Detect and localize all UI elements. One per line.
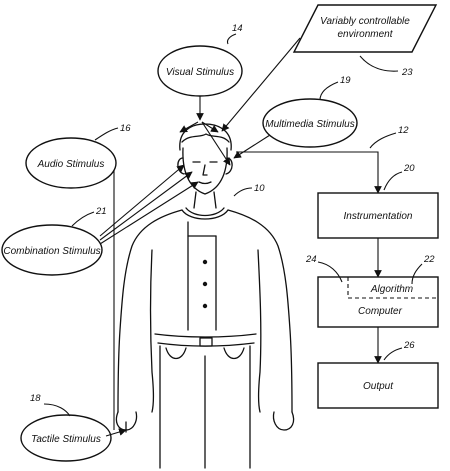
combination-stimulus-label: Combination Stimulus — [3, 246, 100, 257]
algorithm-dashed-region — [347, 277, 438, 299]
ref-combination-leader — [71, 211, 95, 227]
ref-subject: 10 — [254, 183, 265, 194]
ref-instrumentation-leader — [383, 171, 403, 191]
audio-stimulus-node: Audio Stimulus — [25, 137, 117, 189]
multimedia-stimulus-label: Multimedia Stimulus — [265, 119, 354, 130]
computer-label: Computer — [358, 306, 403, 317]
ref-output-leader — [383, 347, 403, 361]
ref-link-leader — [369, 132, 397, 149]
tactile-stimulus-label: Tactile Stimulus — [31, 434, 101, 445]
environment-label-line2: environment — [337, 29, 393, 40]
visual-stimulus-node: Visual Stimulus — [157, 45, 243, 97]
ref-tactile-leader — [43, 403, 71, 417]
ref-visual-leader — [226, 33, 237, 45]
visual-stimulus-label: Visual Stimulus — [166, 67, 234, 78]
instrumentation-block: Instrumentation — [317, 192, 439, 239]
combination-stimulus-node: Combination Stimulus — [1, 224, 103, 276]
ref-instrumentation: 20 — [403, 163, 415, 174]
multimedia-stimulus-node: Multimedia Stimulus — [262, 98, 358, 148]
ref-algorithm: 22 — [423, 254, 435, 265]
environment-label-line1: Variably controllable — [320, 16, 410, 27]
ref-audio: 16 — [120, 123, 131, 134]
ref-environment-leader — [359, 55, 399, 72]
ref-visual: 14 — [232, 23, 243, 34]
audio-stimulus-label: Audio Stimulus — [37, 159, 105, 170]
computer-block: Algorithm Computer — [317, 276, 439, 328]
ref-algorithm-leader — [411, 263, 423, 285]
ref-tactile: 18 — [30, 393, 41, 404]
ref-subject-leader — [233, 187, 253, 197]
ref-environment: 23 — [401, 67, 413, 78]
person-figure — [115, 123, 295, 469]
environment-node: Variably controllable environment — [292, 4, 438, 53]
subject-to-instrumentation-arrow — [236, 151, 382, 194]
ref-combination: 21 — [95, 206, 107, 217]
algorithm-label: Algorithm — [370, 284, 413, 295]
ref-multimedia: 19 — [340, 75, 351, 86]
ref-computer: 24 — [305, 254, 317, 265]
output-label: Output — [363, 381, 394, 392]
ref-computer-leader — [317, 261, 343, 283]
tactile-stimulus-node: Tactile Stimulus — [20, 414, 112, 462]
output-block: Output — [317, 362, 439, 409]
ref-output: 26 — [403, 340, 415, 351]
ref-audio-leader — [94, 127, 119, 141]
instrumentation-label: Instrumentation — [344, 211, 413, 222]
ref-multimedia-leader — [319, 81, 339, 101]
stimulus-arrows — [99, 37, 301, 437]
ref-link: 12 — [398, 125, 409, 136]
